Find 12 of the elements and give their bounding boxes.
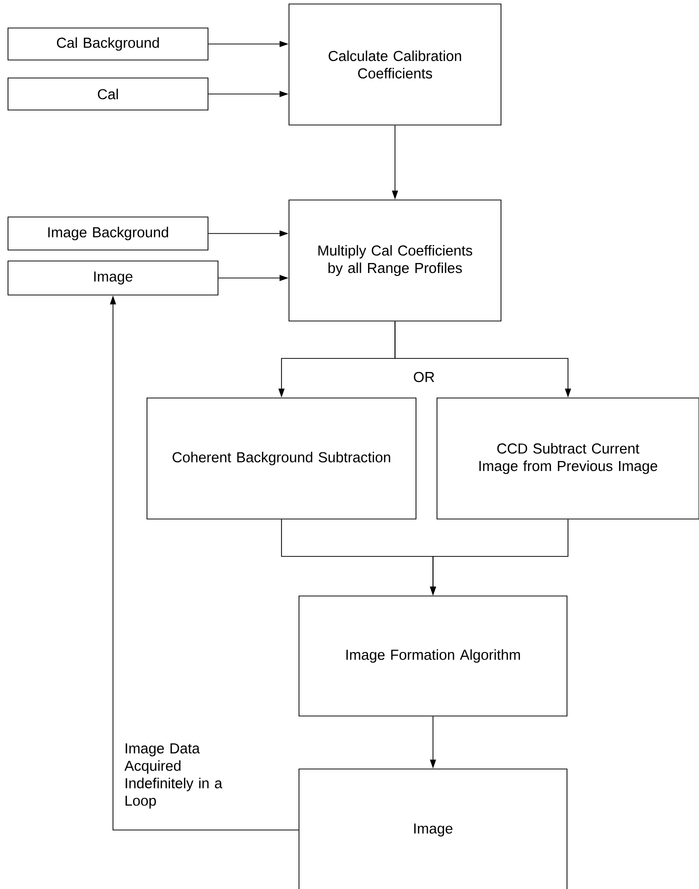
process-box: Cal Background — [8, 28, 208, 60]
process-box: CCD Subtract Current Image from Previous Image — [436, 398, 699, 520]
process-box: Image — [298, 768, 568, 889]
process-box: Calculate Calibration Coefficients — [288, 4, 502, 126]
process-box: Image Formation Algorithm — [298, 596, 568, 716]
process-box: Coherent Background Subtraction — [146, 398, 416, 520]
label: OR — [414, 372, 434, 382]
process-box: Multiply Cal Coefficients by all Range Profiles — [288, 200, 502, 322]
process-box: Image — [8, 260, 218, 296]
process-box: Image Background — [8, 216, 208, 250]
process-box: Cal — [8, 78, 208, 110]
edge-label: Image Data Acquired Indefinitely in a Loop — [123, 742, 246, 810]
